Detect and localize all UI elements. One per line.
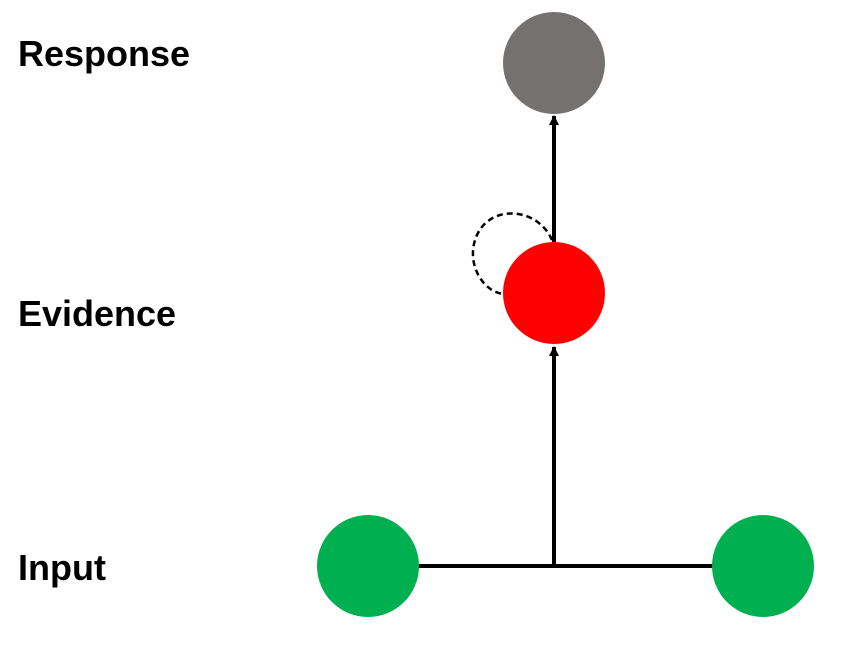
evidence-node bbox=[503, 242, 605, 344]
evidence-label: Evidence bbox=[18, 293, 177, 334]
input-node-left bbox=[317, 515, 419, 617]
evidence-self-loop bbox=[471, 212, 554, 296]
input-node-right bbox=[712, 515, 814, 617]
input-label: Input bbox=[18, 547, 106, 588]
response-node bbox=[503, 12, 605, 114]
response-label: Response bbox=[18, 33, 191, 74]
